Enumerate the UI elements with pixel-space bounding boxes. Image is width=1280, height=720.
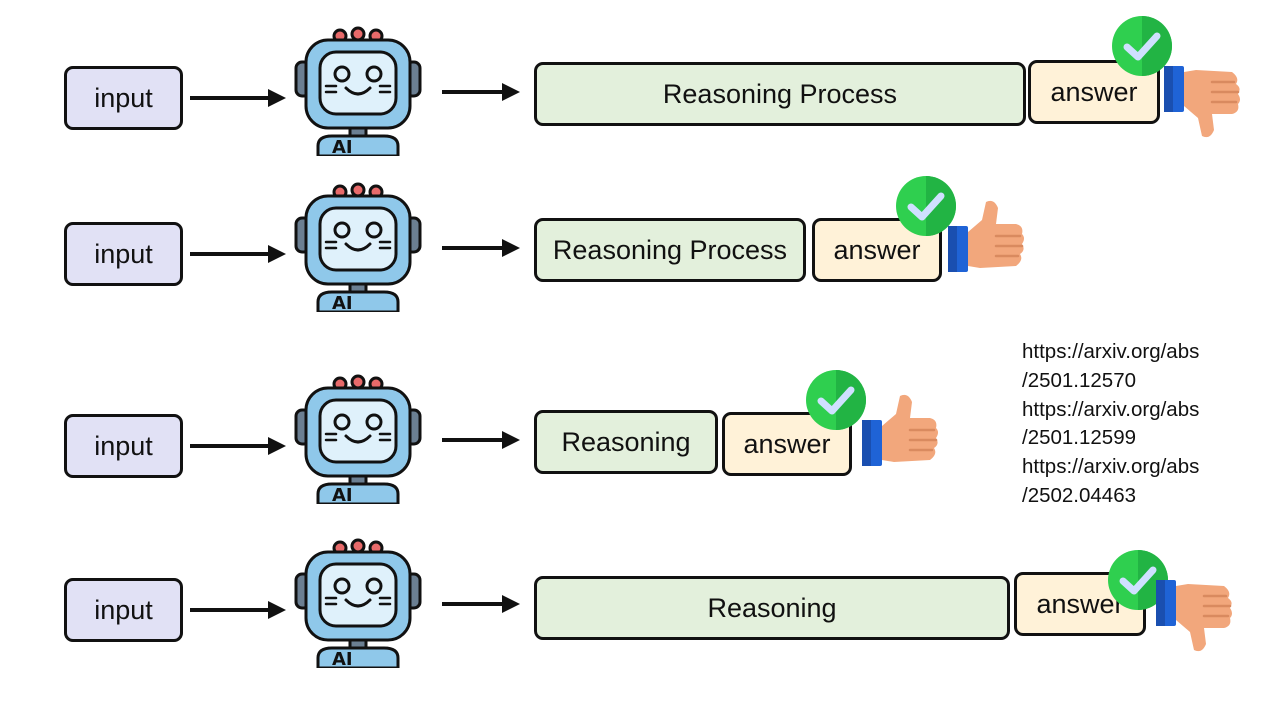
answer-box: answer: [812, 218, 942, 282]
reasoning-label: Reasoning Process: [552, 234, 788, 265]
reference-line: https://arxiv.org/abs: [1022, 340, 1200, 363]
input-box: input: [64, 222, 183, 286]
reasoning-box: Reasoning: [534, 410, 718, 474]
robot-badge: AI: [332, 485, 353, 504]
reference-line: https://arxiv.org/abs: [1022, 455, 1200, 479]
input-box: input: [64, 66, 183, 130]
ai-robot-icon: AI: [292, 374, 424, 504]
answer-box: answer: [1028, 60, 1160, 124]
reference-line: https://arxiv.org/abs: [1022, 397, 1200, 421]
input-box: input: [64, 414, 183, 478]
arrow-right-icon: [442, 431, 520, 449]
ai-robot-icon: AI: [292, 538, 424, 668]
check-icon: [804, 368, 868, 432]
reasoning-box: Reasoning: [534, 576, 1010, 640]
robot-badge: AI: [332, 137, 353, 156]
thumbs-down-icon: [1154, 576, 1234, 656]
reference-line: /2501.12599: [1022, 426, 1137, 450]
robot-badge: AI: [332, 649, 353, 668]
answer-label: answer: [833, 234, 921, 265]
arrow-right-icon: [190, 245, 286, 263]
reasoning-box: Reasoning Process: [534, 218, 806, 282]
ai-robot-icon: AI: [292, 26, 424, 156]
robot-badge: AI: [332, 293, 353, 312]
reference-line: /2501.12570: [1022, 368, 1137, 392]
arrow-right-icon: [442, 83, 520, 101]
thumbs-up-icon: [860, 390, 940, 470]
answer-label: answer: [1050, 76, 1138, 107]
input-label: input: [94, 82, 153, 113]
arrow-right-icon: [190, 601, 286, 619]
arrow-right-icon: [442, 239, 520, 257]
reasoning-label: Reasoning Process: [662, 78, 898, 109]
input-label: input: [94, 430, 153, 461]
reference-line: /2502.04463: [1022, 483, 1137, 507]
reasoning-label: Reasoning: [561, 426, 691, 457]
thumbs-down-icon: [1162, 62, 1242, 142]
reference-links: https://arxiv.org/abs /2501.12570 https:…: [1022, 338, 1199, 511]
reasoning-box: Reasoning Process: [534, 62, 1026, 126]
input-label: input: [94, 238, 153, 269]
answer-label: answer: [743, 428, 831, 459]
arrow-right-icon: [190, 89, 286, 107]
ai-robot-icon: AI: [292, 182, 424, 312]
input-label: input: [94, 594, 153, 625]
input-box: input: [64, 578, 183, 642]
reasoning-label: Reasoning: [707, 592, 837, 623]
arrow-right-icon: [442, 595, 520, 613]
arrow-right-icon: [190, 437, 286, 455]
thumbs-up-icon: [946, 196, 1026, 276]
answer-label: answer: [1036, 588, 1124, 619]
